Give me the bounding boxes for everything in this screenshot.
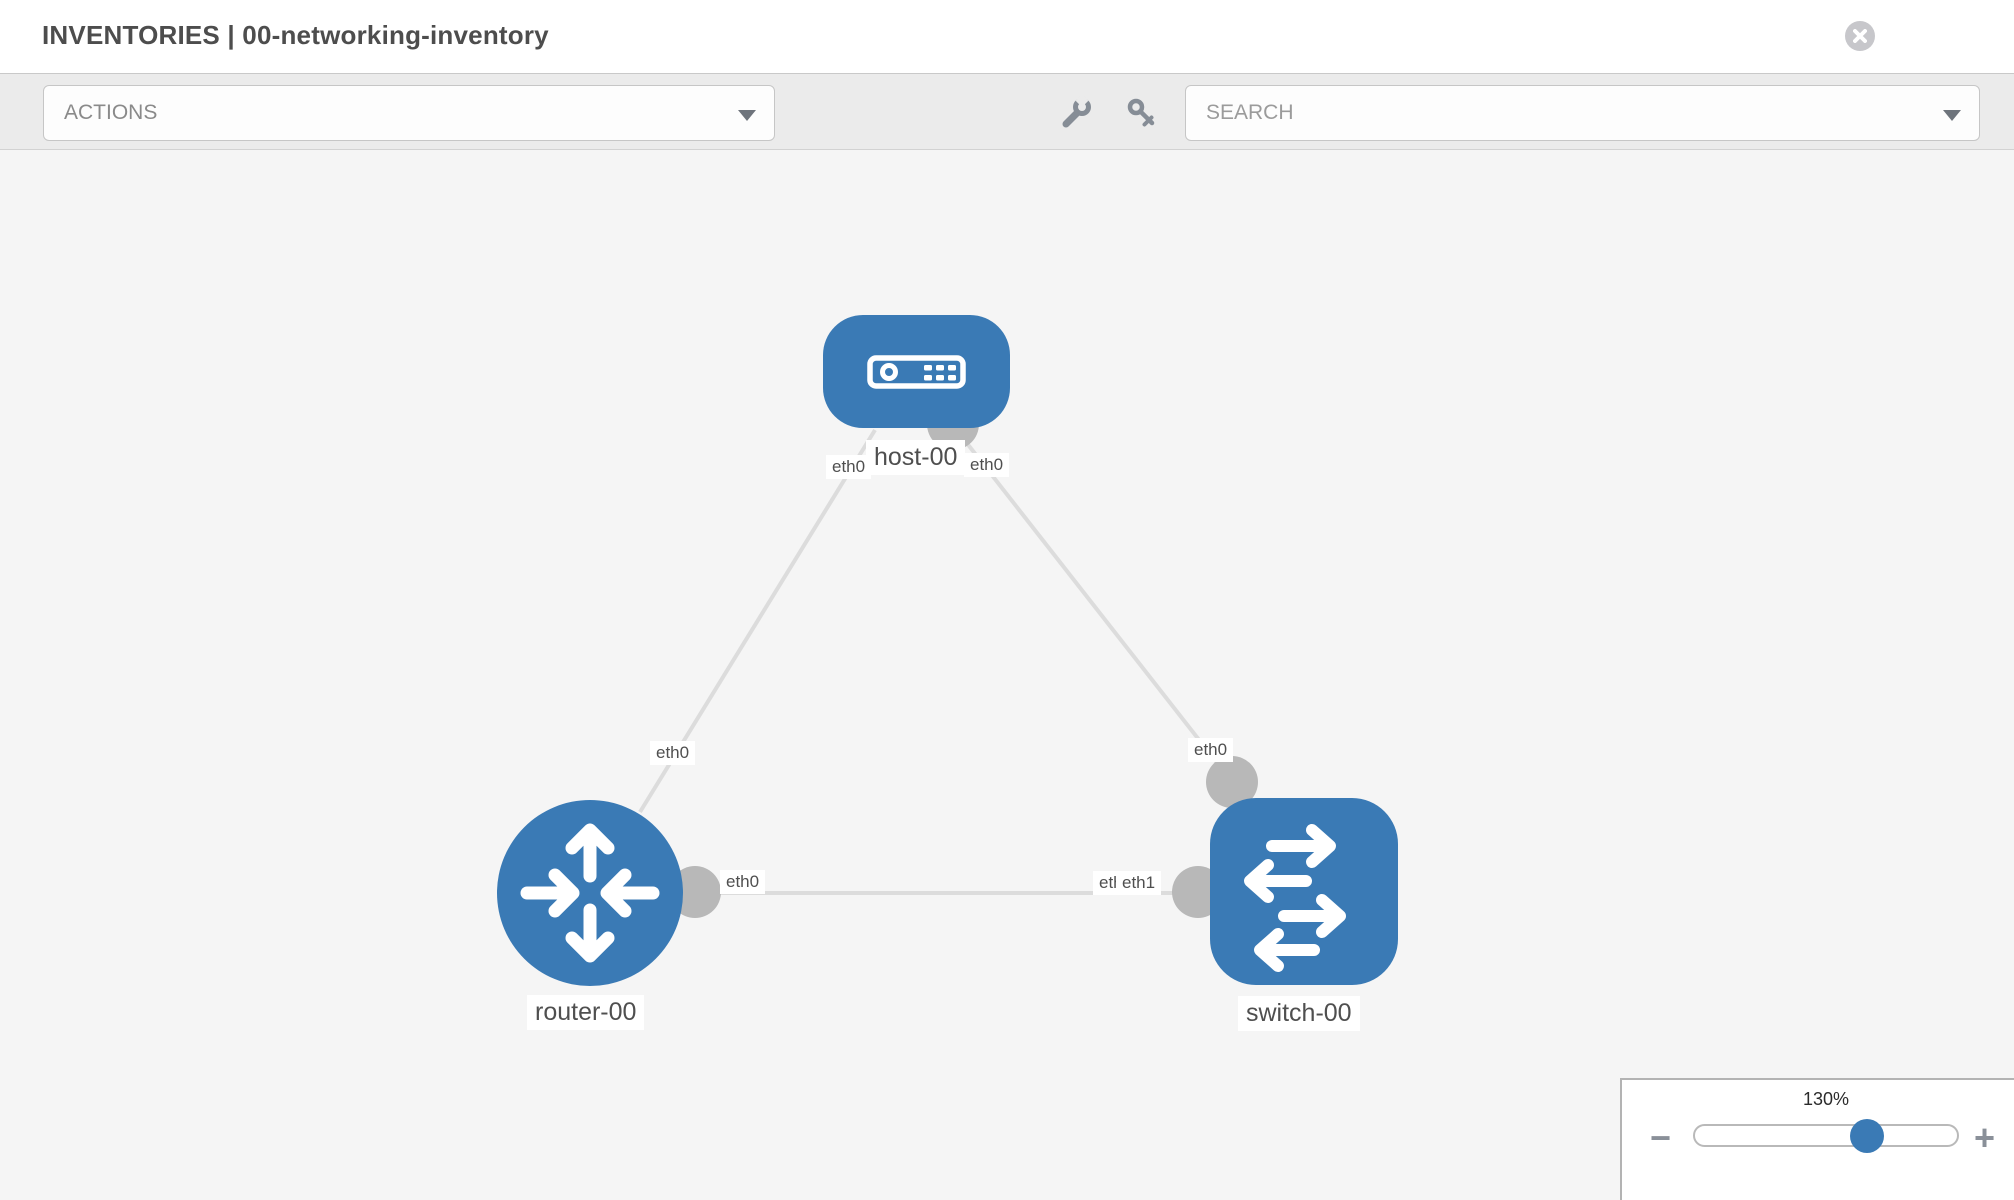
- close-icon: [1853, 29, 1867, 43]
- page-title: INVENTORIES | 00-networking-inventory: [42, 20, 549, 50]
- header: INVENTORIES | 00-networking-inventory: [0, 0, 2014, 73]
- search-dropdown[interactable]: SEARCH: [1185, 85, 1980, 141]
- wrench-icon[interactable]: [1059, 96, 1093, 130]
- actions-dropdown[interactable]: ACTIONS: [43, 85, 775, 141]
- links-layer: [638, 398, 1258, 918]
- node-switch-00[interactable]: [1210, 798, 1398, 985]
- interface-label-router-switch-switch-end: eth1: [1116, 871, 1162, 895]
- interface-label-host-switch-host-end: eth0: [964, 453, 1010, 477]
- interface-label-host-router-router-end: eth0: [650, 741, 696, 765]
- zoom-slider-track[interactable]: [1693, 1119, 1959, 1153]
- node-host-00[interactable]: [823, 315, 1010, 428]
- toolbar: ACTIONS SEARCH: [0, 73, 2014, 150]
- zoom-in-button[interactable]: +: [1974, 1117, 1996, 1158]
- search-input: SEARCH: [1206, 101, 1294, 124]
- zoom-level-value: 130%: [1802, 1089, 1850, 1109]
- node-label-router: router-00: [527, 995, 645, 1030]
- chevron-down-icon: [1943, 110, 1961, 121]
- switch-arrows-icon: [1244, 824, 1346, 972]
- zoom-slider-handle[interactable]: [1850, 1119, 1884, 1153]
- node-label-host: host-00: [866, 440, 966, 475]
- zoom-panel: 130% − +: [1620, 1078, 2014, 1200]
- chevron-down-icon: [738, 110, 756, 121]
- router-arrows-icon: [520, 823, 660, 963]
- server-icon: [867, 355, 966, 389]
- key-icon[interactable]: [1124, 96, 1158, 130]
- node-router-00[interactable]: [497, 800, 683, 986]
- interface-label-host-switch-switch-end: eth0: [1188, 738, 1234, 762]
- topology-canvas[interactable]: host-00 eth0 eth0 eth0 eth0 eth0 eth1 et…: [0, 150, 2014, 1200]
- link-host-switch: [953, 426, 1234, 784]
- close-button[interactable]: [1845, 21, 1875, 51]
- actions-dropdown-label: ACTIONS: [64, 101, 158, 124]
- interface-label-router-switch-router-end: eth0: [720, 870, 766, 894]
- zoom-out-button[interactable]: −: [1650, 1117, 1672, 1158]
- interface-label-host-router-host-end: eth0: [826, 455, 872, 479]
- connector-switch-top: [1206, 756, 1258, 808]
- node-label-switch: switch-00: [1238, 996, 1360, 1031]
